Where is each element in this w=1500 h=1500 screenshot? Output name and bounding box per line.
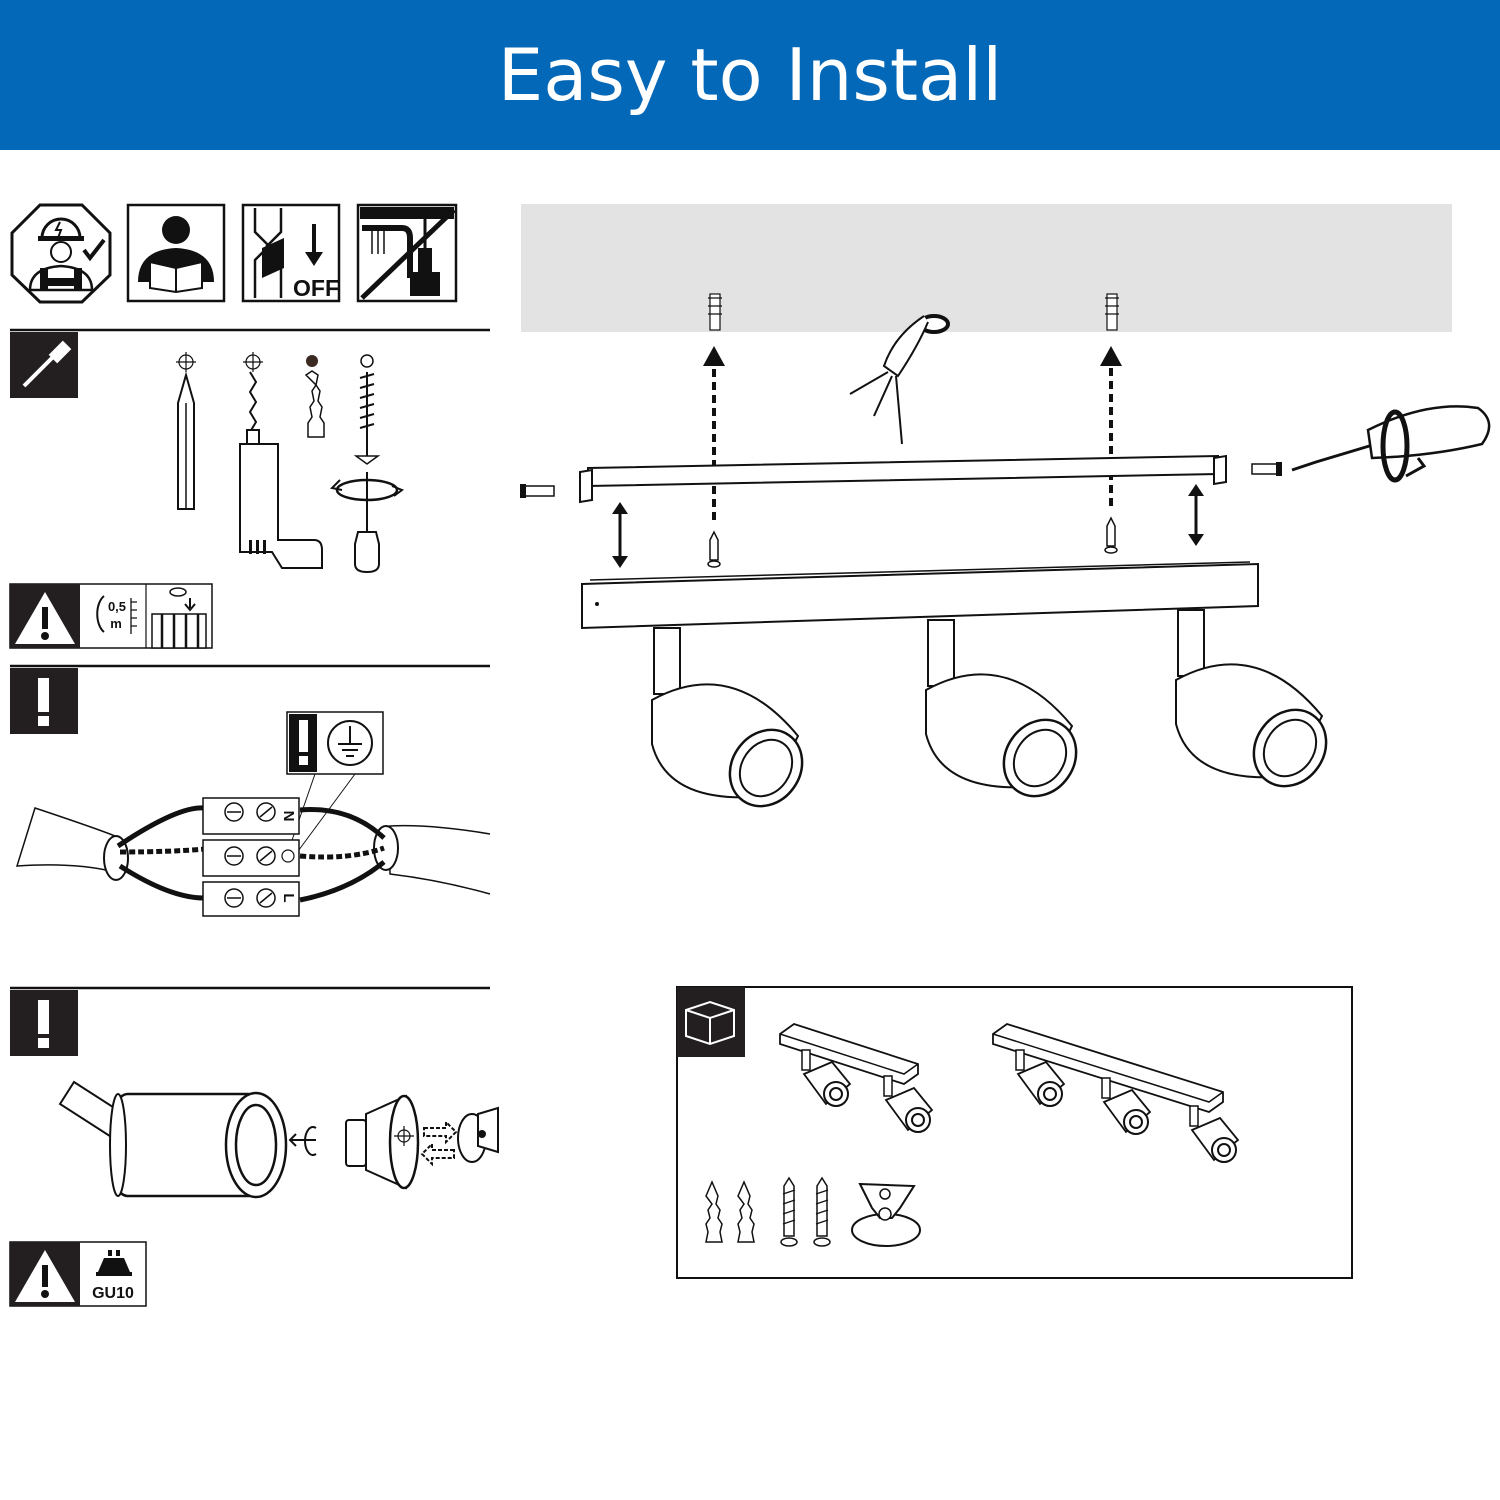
- gu10-bulb-icon: [345, 1094, 420, 1190]
- screw-icon: [813, 1176, 831, 1247]
- wall-plug-icon: [705, 1180, 723, 1243]
- spotlight-head-icon: [58, 1080, 317, 1199]
- screw-icon: [1104, 516, 1118, 554]
- warning-badge-icon: [10, 990, 78, 1056]
- page-title: Easy to Install: [497, 33, 1003, 117]
- light-bar-body: [581, 561, 1259, 630]
- side-screw-icon: [1251, 462, 1282, 476]
- spotlight-head-icon: [925, 619, 1078, 798]
- power-off-icon: OFF: [241, 203, 341, 303]
- ceiling-plug-icon: [708, 293, 722, 331]
- warning-badge-icon: [10, 668, 78, 734]
- bulb-clip-icon: [457, 1106, 499, 1163]
- screwdriver-badge-icon: [10, 332, 78, 398]
- installation-diagram: OFF: [9, 203, 1491, 1307]
- power-off-label: OFF: [293, 275, 339, 301]
- distance-unit: m: [110, 616, 122, 631]
- package-box-icon: [677, 987, 745, 1057]
- earth-ground-callout: [286, 711, 384, 863]
- three-spot-bar-icon: [992, 1023, 1240, 1163]
- swap-arrows-icon: [420, 1119, 458, 1167]
- bulb-type-label: GU10: [92, 1285, 134, 1302]
- terminal-block-wiring: N L: [15, 797, 491, 917]
- arrow-up-icon: [703, 346, 725, 520]
- ceiling-plug-icon: [1105, 293, 1119, 331]
- spotlight-head-icon: [1175, 609, 1328, 788]
- two-spot-bar-icon: [779, 1023, 934, 1133]
- wall-plug-icon: [304, 355, 325, 438]
- screwdriver-icon: [1291, 405, 1491, 483]
- cable-distance-warning: 0,5 m: [9, 583, 213, 649]
- mounting-bracket: [579, 454, 1227, 504]
- spotlight-head-icon: [651, 627, 804, 808]
- electrician-icon: [10, 203, 112, 304]
- ceiling-cable-icon: [849, 314, 950, 445]
- double-arrow-icon: [612, 502, 628, 568]
- read-manual-icon: [126, 203, 226, 303]
- arrow-up-icon: [1100, 346, 1122, 506]
- drill-icon: [239, 352, 323, 569]
- pencil-icon: [176, 352, 196, 510]
- screw-icon: [353, 354, 381, 465]
- wall-plug-icon: [737, 1180, 755, 1243]
- terminal-live-label: L: [280, 893, 297, 902]
- no-drill-on-cable-icon: [356, 203, 458, 303]
- ceiling: [521, 204, 1452, 332]
- gu10-warning: GU10: [9, 1241, 147, 1307]
- screwdriver-icon: [329, 472, 405, 574]
- screw-icon: [780, 1176, 798, 1247]
- title-banner: Easy to Install: [0, 0, 1500, 150]
- distance-value: 0,5: [108, 599, 126, 614]
- double-arrow-icon: [1188, 484, 1204, 546]
- bulb-clip-icon: [851, 1182, 921, 1247]
- terminal-neutral-label: N: [280, 811, 297, 822]
- side-screw-icon: [520, 484, 555, 498]
- screw-icon: [707, 530, 721, 568]
